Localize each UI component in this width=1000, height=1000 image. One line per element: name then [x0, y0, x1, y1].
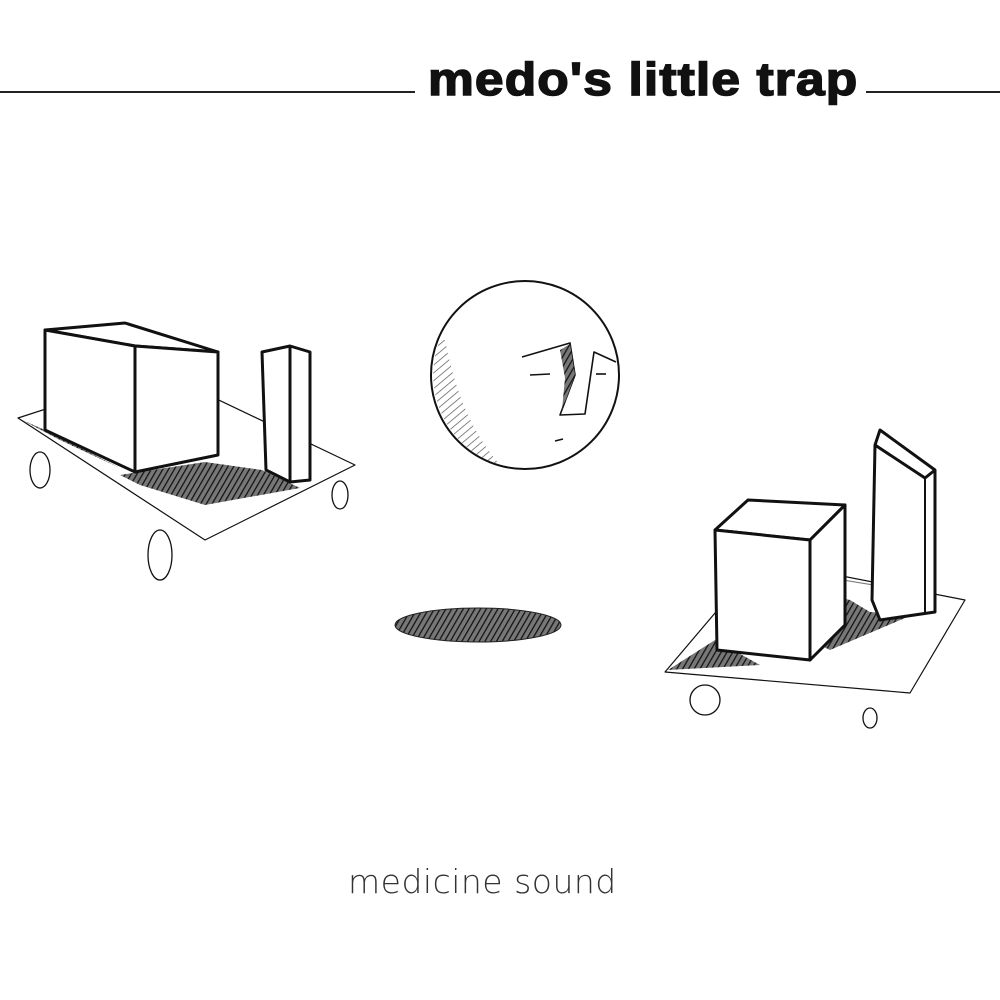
- left-wheel-2: [147, 529, 173, 581]
- moon-mouth: [554, 438, 564, 442]
- right-box-front: [713, 528, 812, 662]
- moon-face: [430, 280, 620, 470]
- moon-shading: [433, 340, 500, 465]
- right-pillar: [870, 428, 937, 622]
- moon-nose-shadow: [560, 344, 575, 410]
- title-rule-right: [866, 91, 1000, 93]
- right-cart: [664, 428, 966, 729]
- right-wheel-2: [862, 707, 878, 729]
- left-pillar: [260, 344, 312, 484]
- moon-eye-left: [529, 373, 551, 376]
- left-box-side: [133, 344, 220, 474]
- moon-outline: [430, 280, 620, 470]
- right-wheel-1: [689, 684, 721, 716]
- album-title: medicine sound: [348, 862, 617, 901]
- right-box-side: [808, 503, 847, 662]
- album-artist-title: medo's little trap: [427, 52, 859, 106]
- title-rule-left: [0, 91, 415, 93]
- left-cart: [17, 321, 356, 581]
- left-cart-shadow-2: [120, 462, 300, 505]
- left-wheel-3: [331, 480, 349, 510]
- floating-shadow: [394, 607, 562, 643]
- moon-nose-brow: [521, 342, 617, 416]
- right-cart-shadow: [668, 640, 760, 670]
- left-box-front: [43, 328, 137, 474]
- left-wheel-1: [29, 451, 51, 489]
